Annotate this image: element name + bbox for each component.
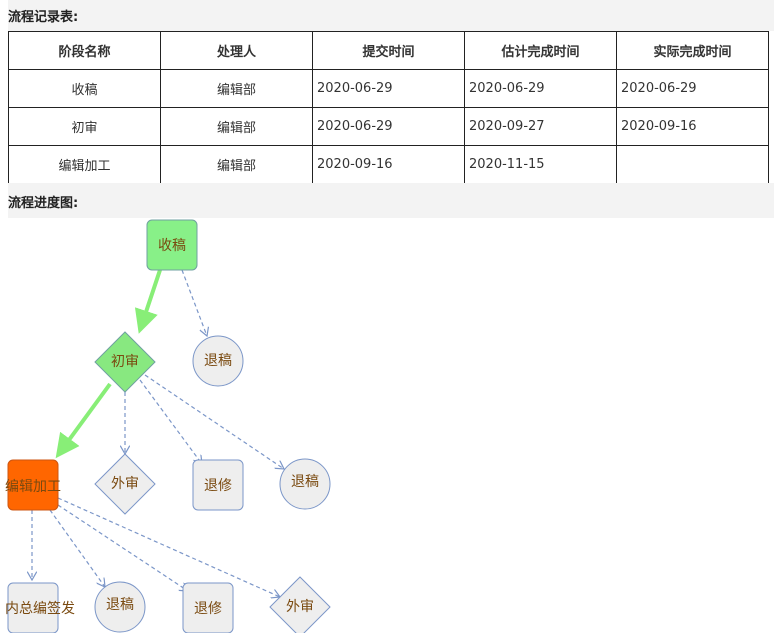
cell: 2020-11-15 <box>464 145 617 184</box>
node-shougao[interactable]: 收稿 <box>146 219 198 271</box>
node-label: 退稿 <box>204 353 232 369</box>
cell: 编辑部 <box>160 107 313 146</box>
node-label: 收稿 <box>158 238 186 254</box>
cell: 编辑部 <box>160 145 313 184</box>
table-header-row: 阶段名称 处理人 提交时间 估计完成时间 实际完成时间 <box>8 31 769 70</box>
node-label: 外审 <box>111 476 139 492</box>
cell <box>616 145 769 184</box>
col-header: 处理人 <box>160 31 313 70</box>
node-label: 外审 <box>286 599 314 615</box>
node-label: 退稿 <box>291 474 319 490</box>
cell: 编辑加工 <box>8 145 161 184</box>
col-header: 实际完成时间 <box>616 31 769 70</box>
option-edges <box>32 269 284 597</box>
node-label: 退修 <box>204 478 232 494</box>
table-title: 流程记录表: <box>8 10 79 25</box>
node-tuigao-1[interactable]: 退稿 <box>192 335 244 387</box>
cell: 编辑部 <box>160 69 313 108</box>
col-header: 估计完成时间 <box>464 31 617 70</box>
table-section-header <box>8 0 774 31</box>
node-tuigao-3[interactable]: 退稿 <box>94 581 146 633</box>
node-label: 退修 <box>194 601 222 617</box>
diagram-section-header <box>8 183 774 218</box>
cell: 2020-06-29 <box>464 69 617 108</box>
node-tuixiu-2[interactable]: 退修 <box>182 582 234 633</box>
node-label: 内总编签发 <box>5 600 75 617</box>
col-header: 阶段名称 <box>8 31 161 70</box>
node-tuigao-2[interactable]: 退稿 <box>279 458 331 510</box>
cell: 2020-06-29 <box>616 69 769 108</box>
cell: 2020-09-16 <box>616 107 769 146</box>
done-edges <box>55 269 162 459</box>
node-tuixiu-1[interactable]: 退修 <box>192 459 244 511</box>
node-waishen-2[interactable]: 外审 <box>269 576 331 633</box>
cell: 2020-06-29 <box>312 107 465 146</box>
col-header: 提交时间 <box>312 31 465 70</box>
cell: 初审 <box>8 107 161 146</box>
node-neizongbian-qianfa[interactable]: 内总编签发 <box>5 582 75 633</box>
diagram-title: 流程进度图: <box>8 196 79 211</box>
node-bianji-jiagong[interactable]: 编辑加工 <box>5 459 61 511</box>
node-label: 退稿 <box>106 597 134 613</box>
cell: 2020-09-16 <box>312 145 465 184</box>
node-chushen[interactable]: 初审 <box>94 331 156 393</box>
process-diagram: 收稿 初审 退稿 编辑加工 外审 退修 退稿 内总编签发 退稿 退修 外审 <box>5 219 331 633</box>
cell: 收稿 <box>8 69 161 108</box>
cell: 2020-09-27 <box>464 107 617 146</box>
node-label: 编辑加工 <box>5 479 61 495</box>
node-waishen-1[interactable]: 外审 <box>94 453 156 515</box>
node-label: 初审 <box>111 353 139 370</box>
cell: 2020-06-29 <box>312 69 465 108</box>
